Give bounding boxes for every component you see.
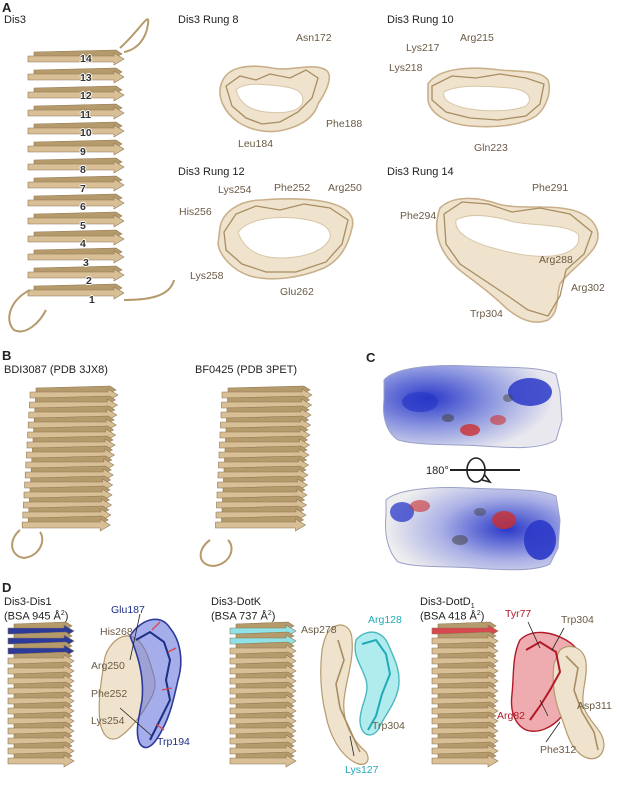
dis3-dotk-bsa: (BSA 737 Å2) [211, 610, 276, 623]
res-leu184: Leu184 [238, 138, 274, 150]
res-trp304-dotd: Trp304 [561, 614, 594, 626]
res-phe312: Phe312 [540, 744, 577, 756]
rung-number-label: 3 [83, 256, 89, 269]
bf0425-title: BF0425 (PDB 3PET) [195, 364, 298, 376]
dis3-beta-helix [8, 18, 175, 333]
res-his256: His256 [179, 206, 212, 218]
rung-number-label: 5 [80, 219, 86, 232]
panel-d-label: D [2, 580, 12, 595]
res-arg288: Arg288 [539, 254, 573, 266]
rung-number-label: 12 [80, 90, 92, 102]
dis3-dotd1-title: Dis3-DotD1 [420, 596, 475, 611]
res-arg82: Arg82 [497, 710, 526, 722]
res-arg250-d: Arg250 [91, 660, 125, 672]
res-trp304: Trp304 [470, 308, 503, 320]
res-asn172: Asn172 [296, 32, 332, 44]
res-arg215: Arg215 [460, 32, 494, 44]
res-phe188: Phe188 [326, 118, 363, 130]
rung12-title: Dis3 Rung 12 [178, 166, 245, 178]
res-lys127: Lys127 [345, 764, 379, 776]
rotation-label: 180° [426, 465, 449, 477]
dis3-dis1-title: Dis3-Dis1 [4, 596, 52, 608]
res-lys254: Lys254 [218, 184, 252, 196]
dis3-dotk-title: Dis3-DotK [211, 596, 262, 608]
dis3-dotd1-bsa: (BSA 418 Å2) [420, 610, 485, 623]
rung-number-label: 6 [80, 201, 86, 213]
res-arg250: Arg250 [328, 182, 362, 194]
res-phe252-d: Phe252 [91, 688, 128, 700]
rung-number-label: 14 [80, 53, 92, 65]
res-lys258: Lys258 [190, 270, 224, 282]
panel-c-label: C [366, 350, 376, 365]
res-phe294: Phe294 [400, 210, 437, 222]
dis3-dis1-bsa: (BSA 945 Å2) [4, 610, 69, 623]
res-his268: His268 [100, 626, 133, 638]
res-lys218: Lys218 [389, 62, 423, 74]
res-trp194: Trp194 [157, 736, 190, 748]
res-trp304-dotk: Trp304 [372, 720, 405, 732]
res-asp311: Asp311 [577, 700, 612, 712]
rung-number-label: 10 [80, 127, 92, 139]
panel-a-label: A [2, 0, 12, 15]
res-arg302: Arg302 [571, 282, 605, 294]
res-lys254-d: Lys254 [91, 715, 125, 727]
res-phe291: Phe291 [532, 182, 569, 194]
rung14-title: Dis3 Rung 14 [387, 166, 454, 178]
res-tyr77: Tyr77 [505, 608, 532, 620]
rung-number-label: 1 [89, 293, 95, 306]
dis3-structure-title: Dis3 [4, 14, 27, 26]
rung8-title: Dis3 Rung 8 [178, 14, 239, 26]
res-arg128: Arg128 [368, 614, 402, 626]
panel-b-label: B [2, 348, 12, 363]
rung-number-label: 8 [80, 164, 86, 176]
res-glu262: Glu262 [280, 286, 314, 298]
bdi3087-title: BDI3087 (PDB 3JX8) [4, 364, 108, 376]
rung-number-label: 11 [80, 108, 92, 121]
rung-number-label: 2 [86, 275, 92, 287]
rung-number-label: 13 [80, 71, 92, 84]
res-phe252: Phe252 [274, 182, 311, 194]
rung-number-label: 7 [80, 182, 86, 195]
res-gln223: Gln223 [474, 142, 508, 154]
res-glu187: Glu187 [111, 604, 145, 616]
rung-number-label: 9 [80, 145, 86, 158]
res-asp278: Asp278 [301, 624, 337, 636]
rung-number-label: 4 [80, 238, 86, 250]
rung10-title: Dis3 Rung 10 [387, 14, 454, 26]
res-lys217: Lys217 [406, 42, 440, 54]
